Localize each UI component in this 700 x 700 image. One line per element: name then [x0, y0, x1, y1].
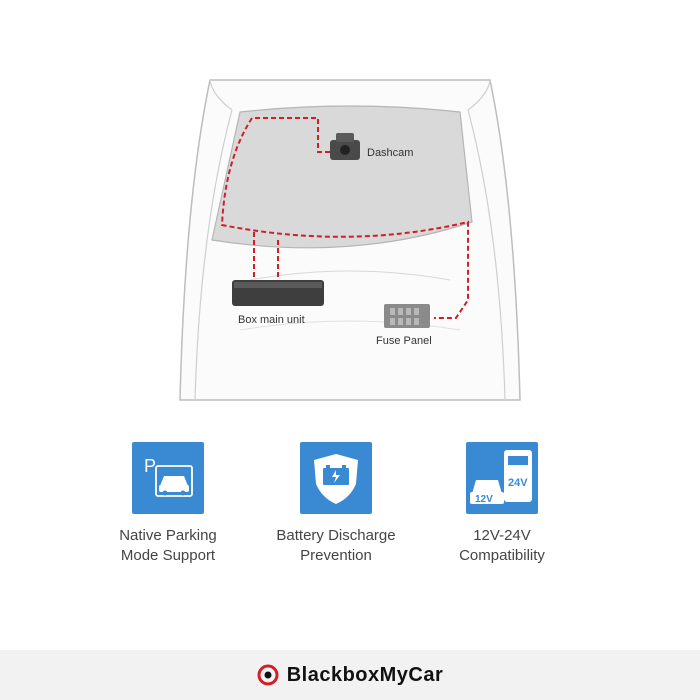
brand-name: BlackboxMyCar	[286, 663, 444, 686]
feature-caption-line1: Battery Discharge	[276, 527, 396, 544]
car-hood-left	[194, 109, 233, 401]
badge-12v: 12V	[475, 494, 493, 505]
battery-shield-icon	[300, 442, 372, 514]
brand-logo: BlackboxMyCar	[257, 664, 444, 687]
badge-24v: 24V	[508, 477, 528, 489]
feature-caption-line2: Mode Support	[120, 547, 216, 564]
feature-voltage-compat: 12V 24V 12V-24V Compatibility	[402, 442, 602, 566]
dashcam-label: Dashcam	[367, 147, 414, 159]
box-main-unit-label: Box main unit	[238, 314, 305, 326]
feature-caption-line2: Prevention	[300, 547, 372, 564]
dashcam-lens-icon	[257, 664, 279, 686]
vehicles-voltage-icon: 12V 24V	[466, 442, 538, 514]
feature-caption-line2: Compatibility	[459, 547, 545, 564]
footer: BlackboxMyCar	[0, 650, 700, 700]
car-illustration	[179, 79, 521, 401]
feature-battery-protection: Battery Discharge Prevention	[236, 442, 436, 566]
feature-caption-line1: 12V-24V	[473, 527, 531, 544]
dashcam-device	[330, 133, 360, 160]
feature-caption-line1: Native Parking	[119, 527, 217, 544]
box-main-unit	[232, 280, 324, 306]
parking-car-icon: P	[132, 442, 204, 514]
car-hood-right	[467, 109, 506, 401]
wire-dashcam	[220, 117, 469, 319]
car-side-right	[467, 79, 491, 111]
windshield	[211, 105, 473, 249]
car-side-left	[209, 79, 233, 111]
fuse-panel	[384, 304, 430, 328]
installation-diagram: Dashcam Box main unit Fuse Panel	[179, 79, 521, 401]
fuse-panel-label: Fuse Panel	[376, 335, 432, 347]
feature-parking-mode: P Native Parking Mode Support	[68, 442, 268, 566]
svg-text:P: P	[144, 456, 156, 476]
